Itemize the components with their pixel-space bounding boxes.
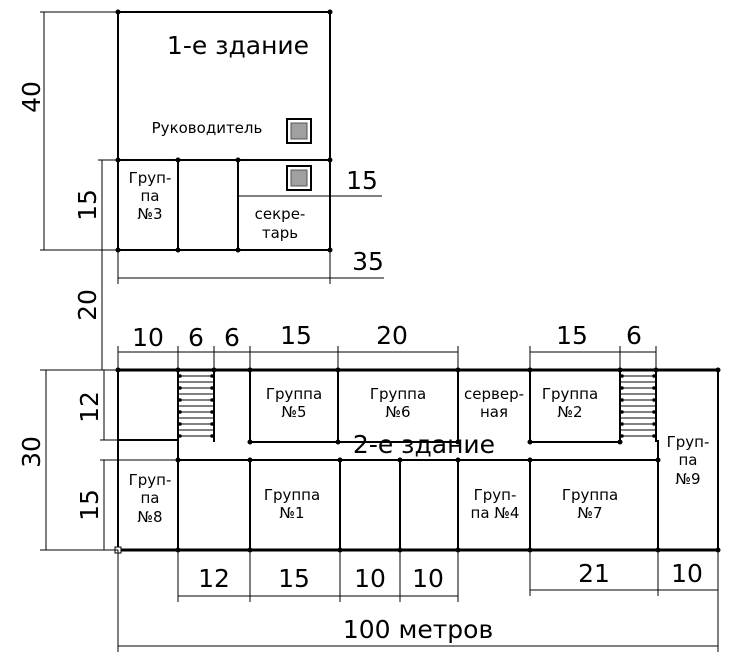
dim-top-15b: 15 xyxy=(556,321,588,350)
dim-b1-width: 35 xyxy=(352,247,384,276)
building-1: 1-е здание Руководитель Груп- па №3 секр… xyxy=(115,9,333,253)
group1-line2: №1 xyxy=(279,504,304,522)
building-2-title: 2-е здание xyxy=(353,430,495,459)
dim-bottom-10a: 10 xyxy=(354,564,386,593)
group3-line1: Груп- xyxy=(129,169,172,187)
group6-line1: Группа xyxy=(370,385,426,403)
group9-line1: Груп- xyxy=(667,433,710,451)
dim-top-15a: 15 xyxy=(280,321,312,350)
dim-bottom-15: 15 xyxy=(278,564,310,593)
building-2: 2-е здание Группа №5 Группа №6 сервер- н… xyxy=(114,367,721,554)
dim-b2-height: 30 xyxy=(17,436,46,468)
group5-line2: №5 xyxy=(281,403,306,421)
group9-line3: №9 xyxy=(675,470,700,488)
building-1-dimensions: 40 15 15 35 20 xyxy=(17,11,384,371)
group7-line2: №7 xyxy=(577,504,602,522)
dim-gap: 20 xyxy=(73,289,102,321)
dim-bottom-12: 12 xyxy=(198,564,230,593)
group1-line1: Группа xyxy=(264,486,320,504)
secretary-line2: тарь xyxy=(262,224,298,242)
group4-line2: па №4 xyxy=(471,504,520,522)
building-2-dimensions: 30 12 15 10 6 6 15 20 15 6 xyxy=(17,321,719,652)
group6-line2: №6 xyxy=(385,403,410,421)
dim-b1-height: 40 xyxy=(17,81,46,113)
server-line2: ная xyxy=(480,403,508,421)
dim-b2-lower: 15 xyxy=(75,489,104,521)
stairs-right-icon xyxy=(620,374,656,438)
group7-line1: Группа xyxy=(562,486,618,504)
dim-top-20: 20 xyxy=(376,321,408,350)
dim-bottom-21: 21 xyxy=(578,559,610,588)
building-1-title: 1-е здание xyxy=(167,31,309,60)
dim-bottom-10b: 10 xyxy=(412,564,444,593)
building-1-outline xyxy=(117,11,331,251)
dim-bottom-10c: 10 xyxy=(671,559,703,588)
group9-line2: па xyxy=(679,451,698,469)
group2-line1: Группа xyxy=(542,385,598,403)
dim-b2-upper: 12 xyxy=(75,391,104,423)
dim-b1-lower: 15 xyxy=(73,189,102,221)
dim-top-10: 10 xyxy=(132,323,164,352)
group3-line3: №3 xyxy=(137,205,162,223)
group8-line3: №8 xyxy=(137,508,162,526)
group8-line2: па xyxy=(141,489,160,507)
group4-line1: Груп- xyxy=(474,486,517,504)
manager-workstation-icon xyxy=(286,118,312,144)
dim-top-6b: 6 xyxy=(224,323,240,352)
secretary-line1: секре- xyxy=(255,205,306,223)
dim-top-6a: 6 xyxy=(188,323,204,352)
server-line1: сервер- xyxy=(464,385,524,403)
group2-line2: №2 xyxy=(557,403,582,421)
dim-secretary-width: 15 xyxy=(346,166,378,195)
group5-line1: Группа xyxy=(266,385,322,403)
manager-label: Руководитель xyxy=(152,119,263,137)
secretary-workstation-icon xyxy=(286,165,312,191)
stairs-left-icon xyxy=(178,374,214,438)
group8-line1: Груп- xyxy=(129,471,172,489)
dim-total: 100 метров xyxy=(343,615,493,644)
dim-top-6c: 6 xyxy=(626,321,642,350)
group3-line2: па xyxy=(141,187,160,205)
